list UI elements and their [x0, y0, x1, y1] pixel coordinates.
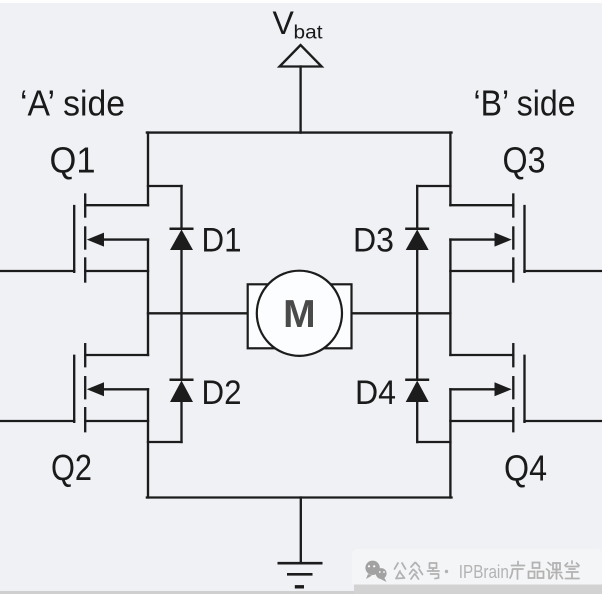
svg-text:D1: D1 [202, 222, 242, 260]
svg-text:V: V [273, 5, 295, 41]
svg-text:Q4: Q4 [504, 448, 547, 489]
svg-text:Q1: Q1 [50, 140, 96, 181]
svg-text:Q2: Q2 [51, 447, 92, 488]
svg-text:D2: D2 [202, 374, 242, 412]
svg-text:D3: D3 [353, 222, 394, 260]
svg-text:D4: D4 [355, 374, 396, 412]
svg-text:‘B’ side: ‘B’ side [474, 83, 576, 124]
svg-text:‘A’ side: ‘A’ side [20, 83, 125, 124]
svg-text:bat: bat [294, 23, 324, 44]
svg-text:M: M [283, 293, 316, 336]
svg-text:IPBrain: IPBrain [459, 561, 509, 582]
svg-text:Q3: Q3 [503, 140, 546, 181]
